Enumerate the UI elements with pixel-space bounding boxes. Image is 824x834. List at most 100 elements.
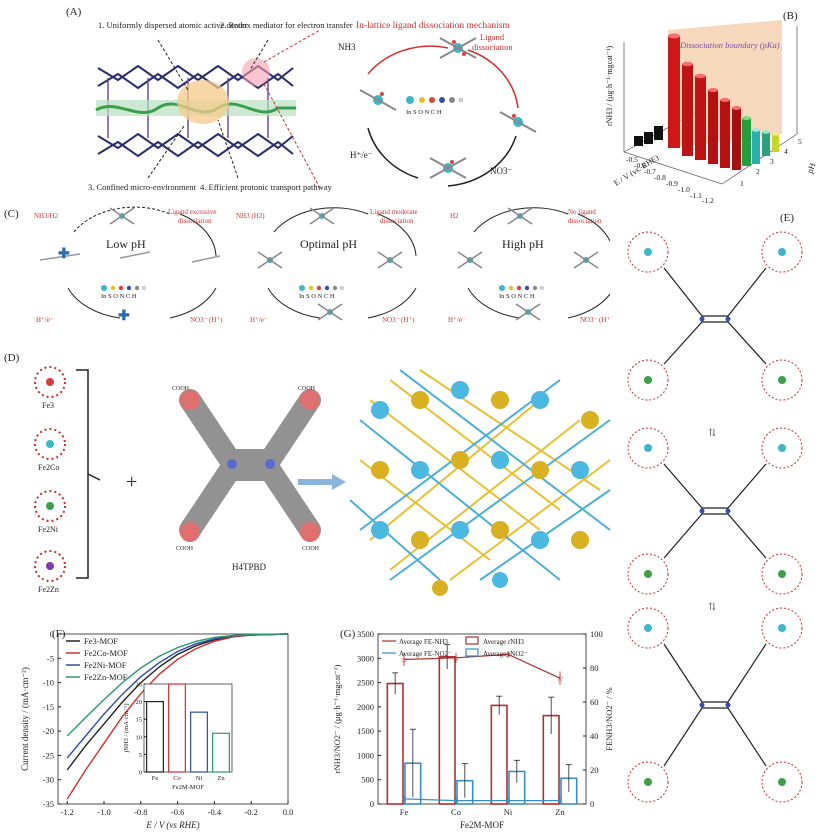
panel-a-label: (A) <box>66 6 82 18</box>
panel-g-label: (G) <box>340 628 356 640</box>
g-fe-point-0: ☆ <box>452 653 460 663</box>
f-x-tick-label: -0.4 <box>208 807 222 817</box>
f-inset-x-tick-label: Ni <box>196 775 203 782</box>
cycle-optimal-ph <box>257 207 417 321</box>
b-zlabel: rNH3 / (μg·h⁻¹·mgcat⁻¹) <box>605 45 614 126</box>
svg-text:⇅: ⇅ <box>708 428 716 439</box>
panel-d-label: (D) <box>4 352 20 364</box>
svg-text:In S O N C H: In S O N C H <box>299 293 335 300</box>
f-inset-x-tick-label: Zn <box>217 775 225 782</box>
svg-text:-1.1: -1.1 <box>690 191 702 200</box>
panel-a-illustration: 1. Uniformly dispersed atomic active cen… <box>88 20 537 192</box>
f-legend-label-3: Fe2Zn-MOF <box>84 672 128 682</box>
b-x-ticks: -0.5-0.6-0.7-0.8-0.9-1.0-1.1-1.2 <box>626 155 714 204</box>
g-y2-axis-label: FENH3/NO2⁻ / % <box>604 687 614 751</box>
f-x-tick-label: -1.2 <box>60 807 73 817</box>
g-fe-point-1: ⋆ <box>401 794 407 804</box>
g-fe-point-0: ☆ <box>504 649 512 659</box>
panel-e-structures: ⇅ ⇅ <box>627 231 803 803</box>
svg-text:-1.2: -1.2 <box>702 196 714 204</box>
f-x-tick-label: -0.8 <box>134 807 147 817</box>
low-ph-bottom-right: NO3⁻ (H⁺) <box>190 316 223 324</box>
g-y-axis-label: rNH3/NO2⁻ / (μg·h⁻¹·mgcat⁻¹) <box>332 665 342 774</box>
high-ph-bottom-right: NO3⁻ (H⁺) <box>580 316 610 324</box>
f-inset-y-tick-label: 10 <box>136 734 143 741</box>
g-y-tick-label: 1500 <box>357 726 374 736</box>
g-legend-swatch-2 <box>465 636 479 645</box>
panel-b-label: (B) <box>783 10 798 22</box>
f-inset-y-tick-label: 20 <box>136 699 143 706</box>
g-legend-label-3: Average rNO2⁻ <box>483 650 528 658</box>
f-inset-x-tick-label: Co <box>173 775 181 782</box>
f-legend-label-1: Fe2Co-MOF <box>84 648 128 658</box>
panel-g-chart: 0500100015002000250030003500020406080100… <box>332 629 614 830</box>
g-bar-0-Co <box>438 656 456 805</box>
cooh-tl: COOH <box>172 386 190 392</box>
atom-legend: In S O N C H <box>406 96 464 116</box>
f-y-tick-label: 0 <box>50 629 54 639</box>
callout-3: 3. Confined micro-environment <box>88 182 197 192</box>
mechanism-cycle <box>359 37 537 187</box>
svg-text:3: 3 <box>770 157 774 166</box>
b-ylabel: pH <box>804 161 817 174</box>
f-x-tick-label: -1.0 <box>97 807 110 817</box>
fe2ni-label: Fe2Ni <box>38 525 59 534</box>
svg-text:1: 1 <box>740 179 744 188</box>
g-legend-swatch-3 <box>465 648 479 657</box>
g-y2-tick-label: 100 <box>590 629 603 639</box>
panel-c-label: (C) <box>4 208 19 220</box>
f-inset-y-tick-label: 25 <box>136 682 143 689</box>
pillar-bars <box>634 33 779 170</box>
f-inset-y-tick-label: 15 <box>136 717 143 724</box>
nh3-label: NH3 <box>338 42 356 52</box>
g-fe-point-1: ⋆ <box>505 796 511 806</box>
g-y-tick-label: 0 <box>370 799 374 809</box>
high-ph-title: High pH <box>502 237 544 251</box>
f-y-tick-label: -30 <box>43 775 54 785</box>
g-fe-point-0: ☆ <box>556 673 564 683</box>
structure-bottom <box>627 607 803 803</box>
svg-text:-0.6: -0.6 <box>634 161 646 170</box>
f-legend-label-0: Fe3-MOF <box>84 636 118 646</box>
cycle-low-ph: ✚ ✚ <box>39 206 221 324</box>
f-y-tick-label: -15 <box>43 702 54 712</box>
g-x-tick-label: Zn <box>555 807 565 817</box>
mechanism-title: In-lattice ligand dissociation mechanism <box>356 21 510 31</box>
f-x-tick-label: -0.6 <box>171 807 184 817</box>
g-y2-tick-label: 60 <box>590 697 599 707</box>
h4tpbd-label: H4TPBD <box>232 562 267 572</box>
cooh-br: COOH <box>302 546 320 552</box>
low-ph-bottom-left: H⁺/e⁻ <box>36 316 54 324</box>
g-bar-0-Fe <box>386 682 404 805</box>
low-ph-title: Low pH <box>106 237 146 251</box>
g-bar-0-Ni <box>490 704 508 805</box>
g-y-tick-label: 2000 <box>357 702 374 712</box>
f-inset-x-label: Fe2M-MOF <box>172 784 204 791</box>
svg-text:-0.8: -0.8 <box>654 173 666 182</box>
svg-text:In S O N C H: In S O N C H <box>101 293 137 300</box>
optimal-ph-bottom-right: NO3⁻ (H⁺) <box>382 316 415 324</box>
g-fe-point-0: ☆ <box>400 655 408 665</box>
g-legend-label-0: Average FE-NH3 <box>399 638 449 646</box>
fe2zn-label: Fe2Zn <box>38 585 59 594</box>
fe2co-cluster <box>34 428 66 460</box>
g-y2-tick-label: 40 <box>590 731 599 741</box>
svg-text:-0.7: -0.7 <box>644 167 656 176</box>
structure-top <box>627 231 803 401</box>
fe2ni-cluster <box>34 490 66 522</box>
g-y-tick-label: 3000 <box>357 653 374 663</box>
f-x-tick-label: -0.2 <box>244 807 257 817</box>
panel-b-3d-chart: Dissociation boundary (pKa) rNH3 / (μg·h… <box>605 20 817 204</box>
optimal-ph-bottom-left: H⁺/e⁻ <box>250 316 268 324</box>
f-inset-bar-Zn <box>212 732 230 773</box>
structure-middle <box>627 427 803 595</box>
cooh-bl: COOH <box>176 546 194 552</box>
h4tpbd-molecule <box>179 389 321 542</box>
f-legend-label-2: Fe2Ni-MOF <box>84 660 127 670</box>
g-x-tick-label: Fe <box>400 807 409 817</box>
